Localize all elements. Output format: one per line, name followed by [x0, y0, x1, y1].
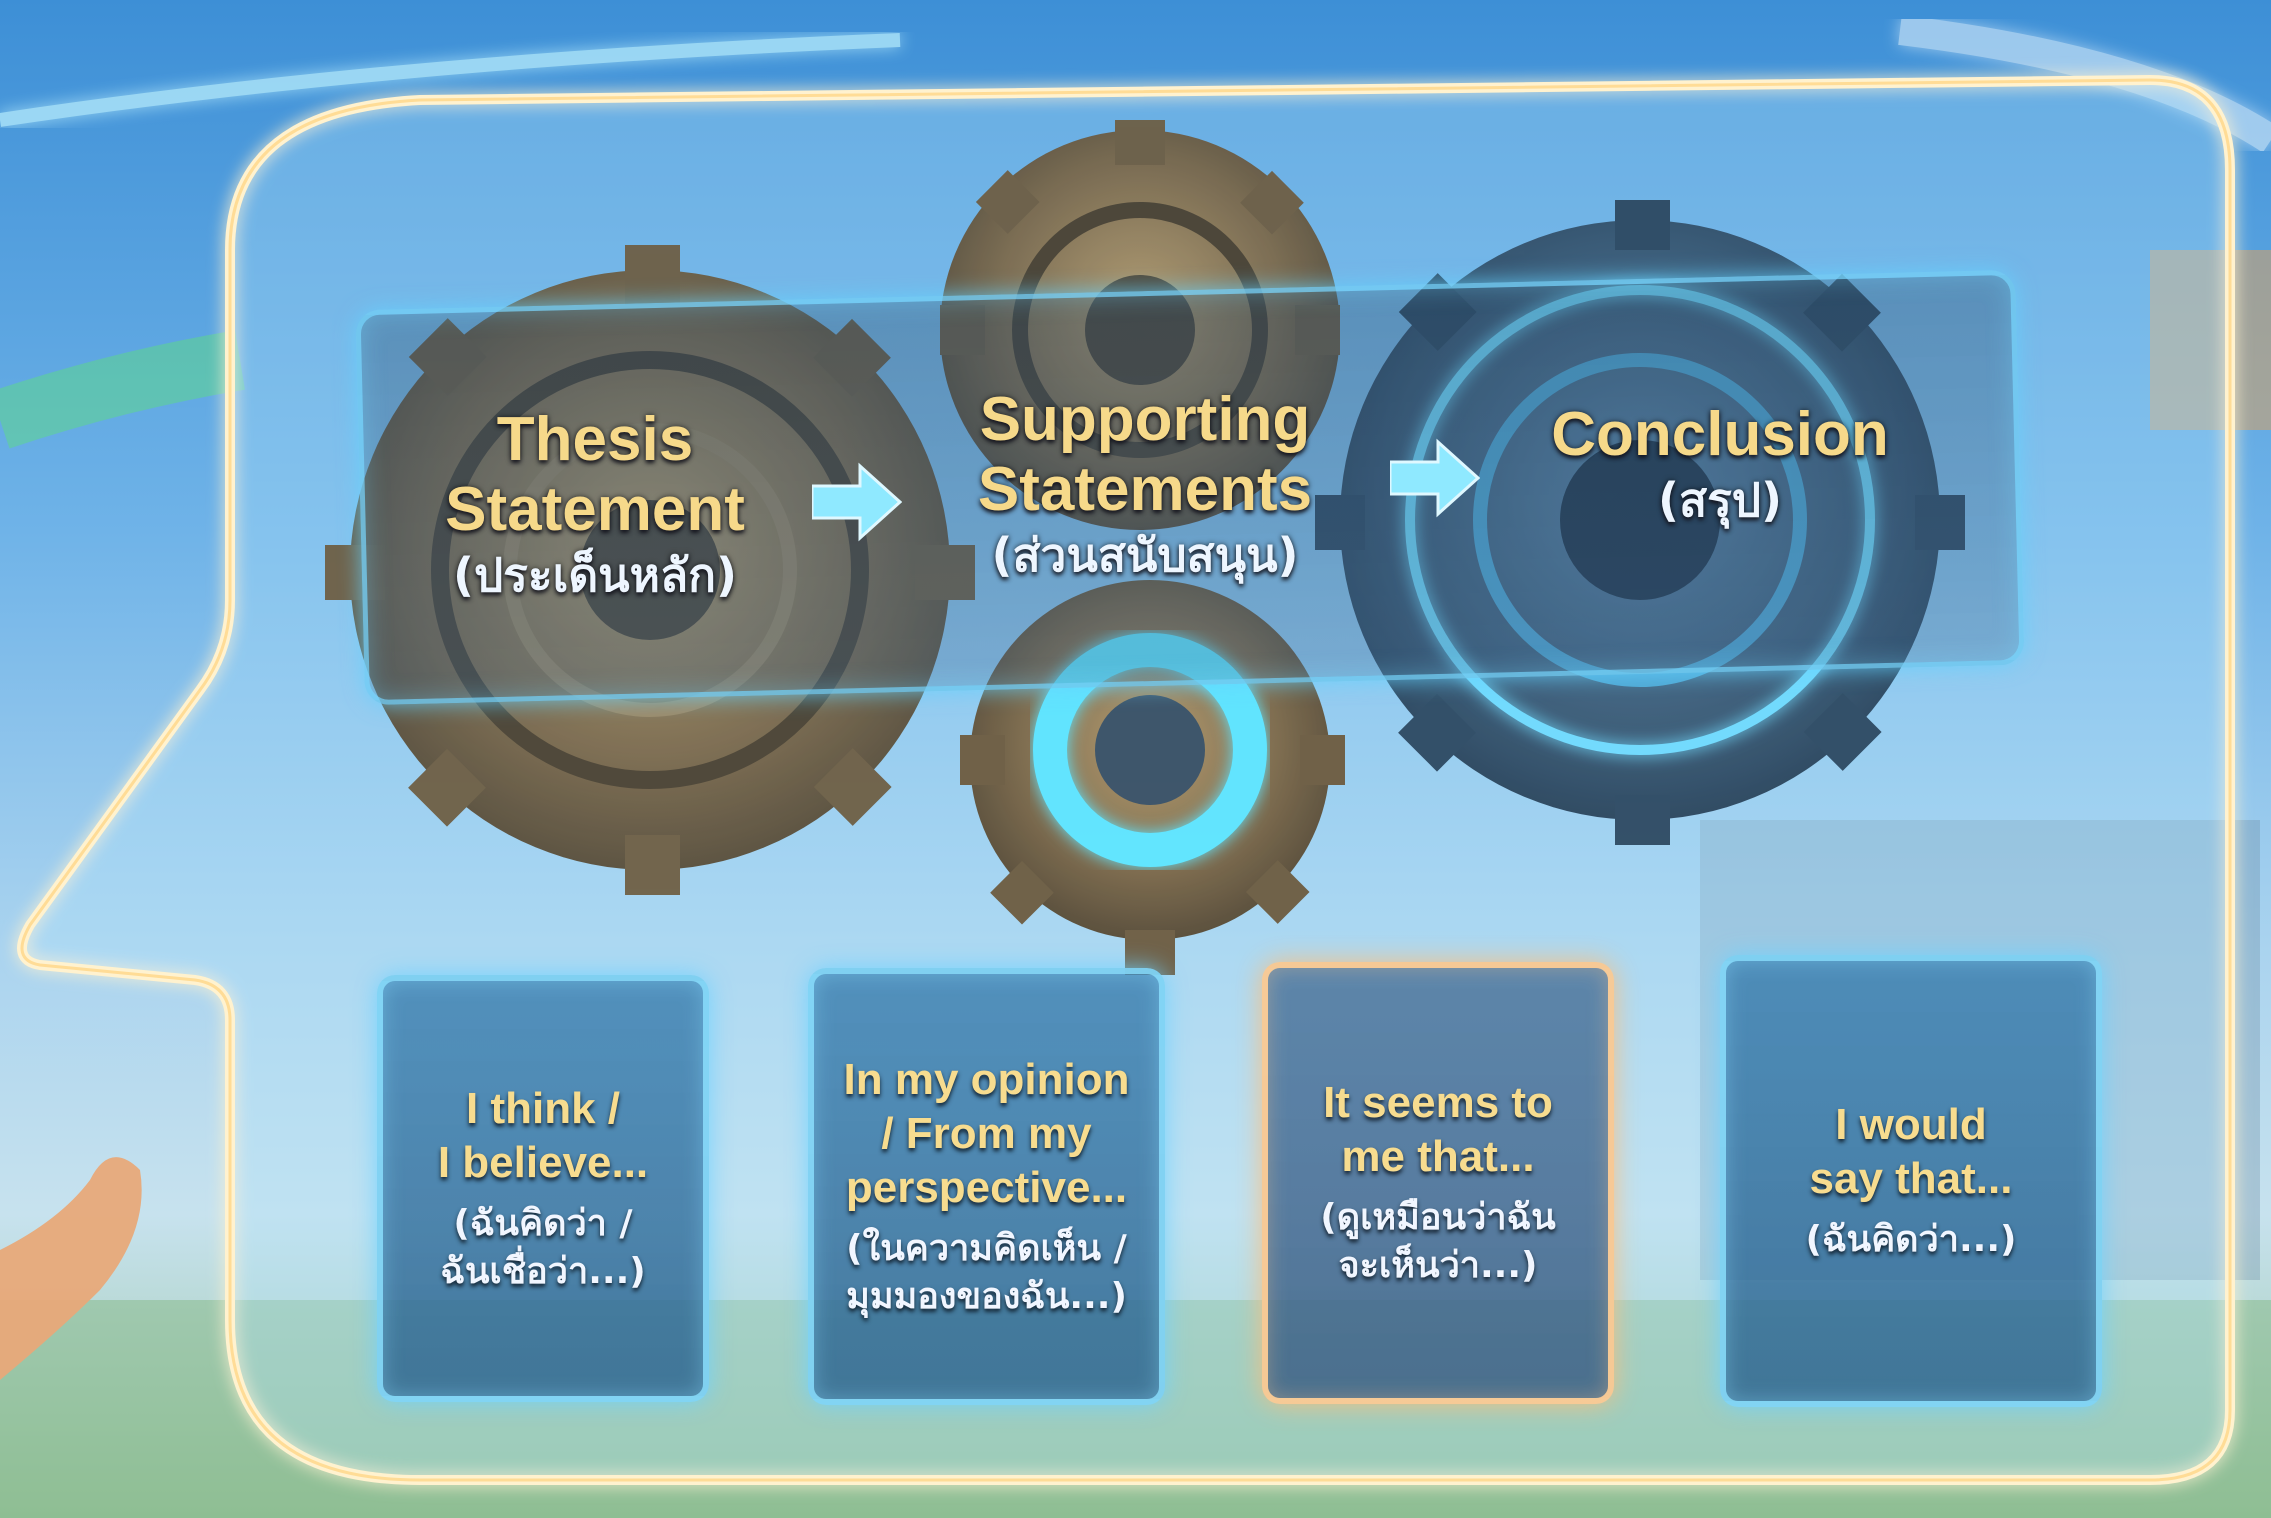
supporting-title-line2: Statements	[977, 455, 1313, 524]
card-4-en-line2: say that...	[1809, 1154, 2013, 1203]
card-3-th-line2: จะเห็นว่า...)	[1338, 1245, 1538, 1286]
phrase-card-2: In my opinion / From my perspective... (…	[808, 968, 1165, 1405]
stage-supporting: Supporting Statements (ส่วนสนับสนุน)	[935, 385, 1355, 585]
card-3-th-line1: (ดูเหมือนว่าฉัน	[1320, 1197, 1556, 1238]
gear-right-blue	[1315, 200, 1965, 845]
card-4-en-line1: I would	[1835, 1100, 1987, 1149]
thesis-title-line2: Statement	[445, 475, 745, 544]
card-3-en-line1: It seems to	[1323, 1078, 1553, 1127]
gear-top-middle	[940, 120, 1340, 530]
card-2-th-line1: (ในความคิดเห็น /	[846, 1227, 1127, 1269]
card-2-th-line2: มุมมองของฉัน...)	[846, 1275, 1127, 1317]
phrase-card-4: I would say that... (ฉันคิดว่า...)	[1720, 955, 2102, 1407]
card-2-en-line3: perspective...	[845, 1162, 1128, 1212]
presenter-hand	[0, 1157, 142, 1380]
card-2-en-line1: In my opinion	[843, 1054, 1130, 1104]
card-1-en-line2: I believe...	[437, 1137, 649, 1187]
card-2-en-line2: / From my	[881, 1108, 1092, 1158]
conclusion-thai-label: (สรุป)	[1657, 473, 1783, 527]
gear-large-left	[325, 245, 975, 895]
stage-conclusion: Conclusion (สรุป)	[1510, 400, 1930, 530]
thesis-thai-label: (ประเด็นหลัก)	[452, 548, 738, 602]
phrase-card-3: It seems to me that... (ดูเหมือนว่าฉัน จ…	[1262, 962, 1614, 1404]
phrase-card-1: I think / I believe... (ฉันคิดว่า / ฉันเ…	[377, 975, 709, 1402]
card-4-th-line1: (ฉันคิดว่า...)	[1805, 1219, 2017, 1260]
gear-bottom-middle	[960, 580, 1345, 975]
thesis-title-line1: Thesis	[496, 405, 694, 474]
stage-thesis: Thesis Statement (ประเด็นหลัก)	[410, 405, 780, 605]
card-3-en-line2: me that...	[1341, 1132, 1535, 1181]
supporting-title-line1: Supporting	[979, 385, 1311, 454]
card-1-th-line1: (ฉันคิดว่า /	[453, 1202, 633, 1244]
arrow-right-icon	[812, 462, 902, 542]
supporting-thai-label: (ส่วนสนับสนุน)	[991, 528, 1299, 582]
card-1-th-line2: ฉันเชื่อว่า...)	[440, 1250, 646, 1292]
conclusion-title: Conclusion	[1551, 400, 1889, 469]
arrow-right-icon	[1390, 438, 1480, 518]
card-1-en-line1: I think /	[466, 1083, 620, 1133]
